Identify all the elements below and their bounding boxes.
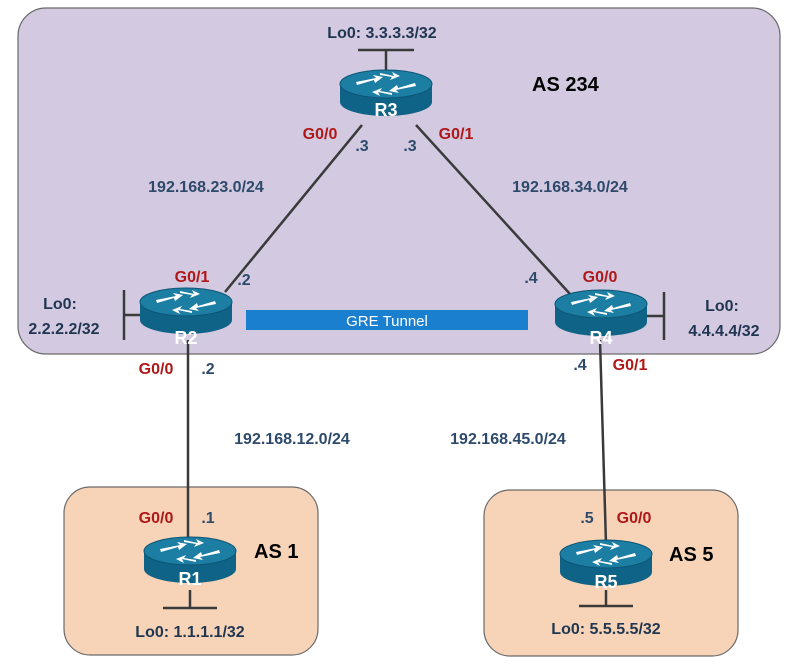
router-r4-name: R4 xyxy=(589,328,612,348)
r4-loopback-label-line2: 4.4.4.4/32 xyxy=(688,323,759,340)
router-r3[interactable]: R3 xyxy=(339,69,433,120)
r1-g00-ip: .1 xyxy=(201,510,214,527)
as234-label: AS 234 xyxy=(532,74,600,96)
r4-g00-intf: G0/0 xyxy=(583,269,618,286)
r4-g01-ip: .4 xyxy=(573,357,586,374)
r2-loopback-label-line2: 2.2.2.2/32 xyxy=(28,321,99,338)
router-r2[interactable]: R2 xyxy=(139,287,233,348)
link-r2-r3 xyxy=(224,124,363,293)
r3-loopback-label: Lo0: 3.3.3.3/32 xyxy=(327,25,436,42)
r2-loopback-label-line1: Lo0: xyxy=(43,296,77,313)
router-r5[interactable]: R5 xyxy=(559,539,653,592)
as1-label: AS 1 xyxy=(254,541,298,563)
gre-tunnel-bar xyxy=(246,310,528,330)
r5-g00-ip: .5 xyxy=(580,510,593,527)
r5-loopback-label: Lo0: 5.5.5.5/32 xyxy=(551,621,660,638)
r2-g00-ip: .2 xyxy=(201,361,214,378)
loopback-r5 xyxy=(579,590,633,608)
loopback-r1 xyxy=(163,590,217,610)
router-r5-name: R5 xyxy=(594,572,617,592)
loopback-r3 xyxy=(358,48,414,70)
r3-g00-ip: .3 xyxy=(355,138,368,155)
r2-g01-intf: G0/1 xyxy=(175,269,210,286)
r4-g01-intf: G0/1 xyxy=(613,357,648,374)
router-r4[interactable]: R4 xyxy=(554,289,648,348)
r4-g00-ip: .4 xyxy=(524,270,537,287)
r3-g00-intf: G0/0 xyxy=(303,126,338,143)
router-r2-name: R2 xyxy=(174,328,197,348)
r3-g01-ip: .3 xyxy=(403,138,416,155)
router-r1-name: R1 xyxy=(178,569,201,589)
r5-g00-intf: G0/0 xyxy=(617,510,652,527)
link-r3-r4 xyxy=(415,124,571,295)
router-r3-name: R3 xyxy=(374,100,397,120)
r4-loopback-label-line1: Lo0: xyxy=(705,298,739,315)
r3-g01-intf: G0/1 xyxy=(439,126,474,143)
gre-tunnel-label: GRE Tunnel xyxy=(346,313,428,330)
r1-loopback-label: Lo0: 1.1.1.1/32 xyxy=(135,624,244,641)
as5-label: AS 5 xyxy=(669,544,713,566)
network-r4-r5: 192.168.45.0/24 xyxy=(450,431,566,448)
r2-g00-intf: G0/0 xyxy=(139,361,174,378)
as234-region xyxy=(17,7,781,355)
r1-g00-intf: G0/0 xyxy=(139,510,174,527)
loopback-r4 xyxy=(646,292,666,340)
router-r1[interactable]: R1 xyxy=(143,536,237,589)
network-r3-r4: 192.168.34.0/24 xyxy=(512,179,628,196)
loopback-r2 xyxy=(122,290,140,340)
network-r2-r1: 192.168.12.0/24 xyxy=(234,431,350,448)
r2-g01-ip: .2 xyxy=(237,272,250,289)
link-r4-r5 xyxy=(598,339,608,545)
network-r2-r3: 192.168.23.0/24 xyxy=(148,179,264,196)
